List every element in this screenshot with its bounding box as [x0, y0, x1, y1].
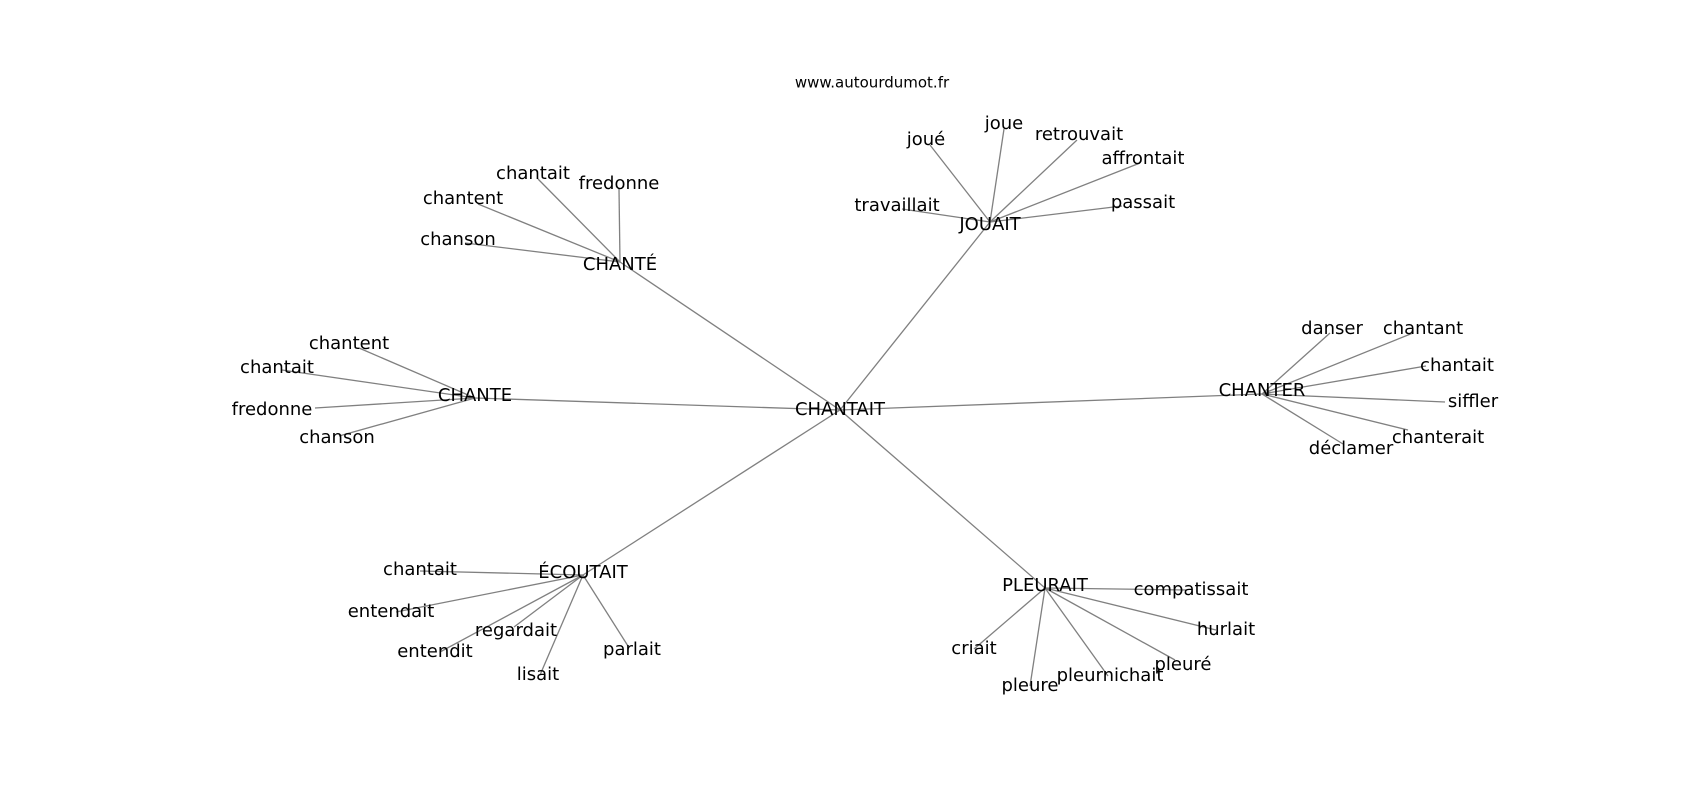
word-node-label: parlait [603, 639, 661, 660]
edge-hub-to-word [1044, 587, 1176, 661]
edge-center-to-hub [839, 393, 1263, 411]
edge-hub-to-word [314, 397, 476, 409]
edge-hub-to-word [419, 570, 584, 576]
edge-center-to-hub [582, 409, 841, 576]
edge-hub-to-word [1261, 332, 1331, 395]
edge-center-to-hub [839, 409, 1046, 589]
edge-hub-to-word [477, 203, 621, 263]
word-node-label: pleurnichait [1057, 665, 1164, 686]
edge-hub-to-word [439, 574, 584, 653]
edge-center-to-hub [474, 397, 841, 411]
graph-labels: www.autourdumot.fr CHANTAIT CHANTÉ chanta… [232, 74, 1499, 697]
word-node-label: hurlait [1197, 619, 1255, 640]
edge-hub-to-word [1029, 587, 1046, 687]
edge-hub-to-word [1261, 365, 1427, 395]
word-node-label: pleure [1002, 675, 1059, 696]
edge-hub-to-word [1261, 393, 1344, 445]
word-node-label: lisait [517, 664, 559, 685]
word-node-label: déclamer [1309, 438, 1394, 459]
word-node-label: chanterait [1392, 427, 1484, 448]
hub-node-label: JOUAIT [958, 214, 1021, 235]
word-node-label: entendit [397, 641, 473, 662]
edge-hub-to-word [582, 574, 629, 647]
word-node-label: joué [906, 129, 946, 150]
edge-hub-to-word [1044, 587, 1109, 677]
edge-hub-to-word [464, 242, 621, 263]
word-node-label: siffler [1448, 391, 1499, 412]
word-node-label: chanson [299, 427, 375, 448]
edge-hub-to-word [539, 574, 584, 676]
edge-hub-to-word [929, 144, 991, 223]
word-node-label: entendait [348, 601, 435, 622]
word-node-label: criait [951, 638, 996, 659]
edge-hub-to-word [989, 139, 1078, 223]
edge-center-to-hub [839, 221, 991, 411]
hub-node-label: CHANTÉ [583, 253, 657, 275]
hub-node-label: ÉCOUTAIT [538, 561, 629, 583]
edge-hub-to-word [973, 587, 1046, 650]
edge-center-to-hub [619, 261, 841, 411]
edge-hub-to-word [901, 208, 991, 223]
hub-node-label: CHANTE [438, 385, 512, 406]
edge-hub-to-word [1261, 393, 1409, 431]
word-node-label: compatissait [1134, 579, 1249, 600]
word-node-label: chantent [423, 188, 503, 209]
edge-hub-to-word [537, 178, 621, 263]
word-node-label: chantait [1420, 355, 1494, 376]
word-node-label: fredonne [232, 399, 313, 420]
word-node-label: chantait [383, 559, 457, 580]
hub-node-label: PLEURAIT [1002, 575, 1089, 596]
word-node-label: pleuré [1155, 654, 1212, 675]
word-node-label: chantant [1383, 318, 1463, 339]
graph-edges [281, 128, 1446, 687]
word-node-label: joue [984, 113, 1024, 134]
edge-hub-to-word [989, 205, 1123, 223]
word-node-label: chantent [309, 333, 389, 354]
edge-hub-to-word [1044, 587, 1187, 591]
edge-hub-to-word [338, 397, 476, 437]
edge-hub-to-word [618, 188, 621, 263]
word-node-label: retrouvait [1035, 124, 1123, 145]
edge-hub-to-word [989, 162, 1141, 223]
word-node-label: regardait [475, 620, 557, 641]
center-node-label: CHANTAIT [795, 399, 886, 420]
edge-hub-to-word [989, 128, 1005, 223]
hub-node-label: CHANTER [1219, 380, 1306, 401]
source-watermark: www.autourdumot.fr [795, 74, 950, 92]
word-node-label: fredonne [579, 173, 660, 194]
word-node-label: affrontait [1101, 148, 1184, 169]
edge-hub-to-word [513, 574, 584, 628]
edge-hub-to-word [395, 574, 584, 613]
word-node-label: travaillait [854, 195, 939, 216]
word-node-label: chanson [420, 229, 496, 250]
edge-hub-to-word [1261, 332, 1414, 395]
word-node-label: danser [1301, 318, 1363, 339]
edge-hub-to-word [281, 369, 476, 399]
word-node-label: passait [1111, 192, 1175, 213]
edge-hub-to-word [1044, 587, 1217, 631]
word-node-label: chantait [240, 357, 314, 378]
edge-hub-to-word [1261, 393, 1446, 403]
word-node-label: chantait [496, 163, 570, 184]
edge-hub-to-word [358, 347, 476, 399]
